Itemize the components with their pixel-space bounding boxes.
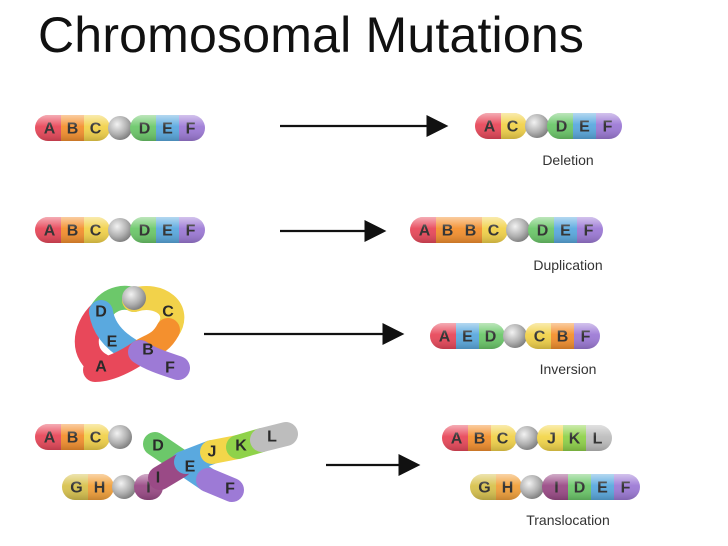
chromosome-shine xyxy=(35,217,110,243)
cross-seg-l xyxy=(250,422,298,452)
centromere xyxy=(122,286,146,310)
chromosome-shine xyxy=(410,217,508,243)
chromosome-arm: DEF xyxy=(130,115,205,141)
chromosome-shine xyxy=(542,474,640,500)
gene-label-e: E xyxy=(185,459,196,476)
chromosome-arm: GH xyxy=(470,474,522,500)
chromosome-shine xyxy=(430,323,505,349)
gene-label-k: K xyxy=(235,438,247,455)
cross-seg-f xyxy=(196,468,244,502)
chromosome-arm: DEF xyxy=(547,113,622,139)
deletion-caption: Deletion xyxy=(542,152,593,168)
chromosome-shine xyxy=(62,474,114,500)
chromosome-shine xyxy=(442,425,517,451)
gene-label-j: J xyxy=(208,444,217,461)
chromosome-shine xyxy=(470,474,522,500)
chromosome-arm: AC xyxy=(475,113,527,139)
translocation-crossing-segments: D E F I J K L xyxy=(143,422,298,502)
page-title: Chromosomal Mutations xyxy=(38,7,585,63)
chromosome-arm: CBF xyxy=(525,323,600,349)
deletion-original-chromosome: ABC DEF xyxy=(35,115,205,141)
centromere xyxy=(520,475,544,499)
chromosome-arm: ABC xyxy=(35,217,110,243)
gene-label-f: F xyxy=(225,481,235,498)
chromosome-arm: AED xyxy=(430,323,505,349)
inversion-looped-chromosome: D C E B A F xyxy=(74,285,190,382)
gene-label-i: I xyxy=(156,470,160,487)
centromere xyxy=(503,324,527,348)
centromere xyxy=(108,116,132,140)
gene-label-a: A xyxy=(95,359,107,376)
centromere xyxy=(108,218,132,242)
chromosome-shine xyxy=(525,323,600,349)
centromere xyxy=(112,475,136,499)
chromosome-arm: DEF xyxy=(130,217,205,243)
gene-label-l: L xyxy=(267,429,277,446)
centromere xyxy=(108,425,132,449)
chromosome-arm: IDEF xyxy=(542,474,640,500)
chromosome-shine xyxy=(130,217,205,243)
chromosome-shine xyxy=(35,115,110,141)
duplication-caption: Duplication xyxy=(533,257,602,273)
translocation-result-bottom-chromosome: GH IDEF xyxy=(470,474,640,500)
translocation-result-top-chromosome: ABC JKL xyxy=(442,425,612,451)
centromere xyxy=(515,426,539,450)
chromosome-arm: ABC xyxy=(35,115,110,141)
inversion-caption: Inversion xyxy=(540,361,597,377)
translocation-caption: Translocation xyxy=(526,512,610,528)
chromosome-arm: DEF xyxy=(528,217,603,243)
loop-tube-f xyxy=(128,340,190,380)
chromosome-arm: GH xyxy=(62,474,114,500)
chromosome-shine xyxy=(130,115,205,141)
centromere xyxy=(506,218,530,242)
duplication-original-chromosome: ABC DEF xyxy=(35,217,205,243)
gene-label-d: D xyxy=(152,438,164,455)
gene-label-f: F xyxy=(165,360,175,377)
chromosome-shine xyxy=(528,217,603,243)
chromosome-shine xyxy=(547,113,622,139)
duplication-result-chromosome: ABBC DEF xyxy=(410,217,603,243)
chromosome-shine xyxy=(35,424,110,450)
chromosome-shine xyxy=(475,113,527,139)
deletion-result-chromosome: AC DEF xyxy=(475,113,622,139)
inversion-result-chromosome: AED CBF xyxy=(430,323,600,349)
translocation-top-chromosome: ABC xyxy=(35,424,132,450)
gene-label-b: B xyxy=(142,342,154,359)
chromosome-arm: JKL xyxy=(537,425,612,451)
chromosome-arm: ABC xyxy=(442,425,517,451)
gene-label-d: D xyxy=(95,304,107,321)
gene-label-c: C xyxy=(162,304,174,321)
chromosome-arm: ABBC xyxy=(410,217,508,243)
chromosome-arm: ABC xyxy=(35,424,110,450)
chromosome-shine xyxy=(537,425,612,451)
gene-label-e: E xyxy=(107,334,118,351)
centromere xyxy=(525,114,549,138)
